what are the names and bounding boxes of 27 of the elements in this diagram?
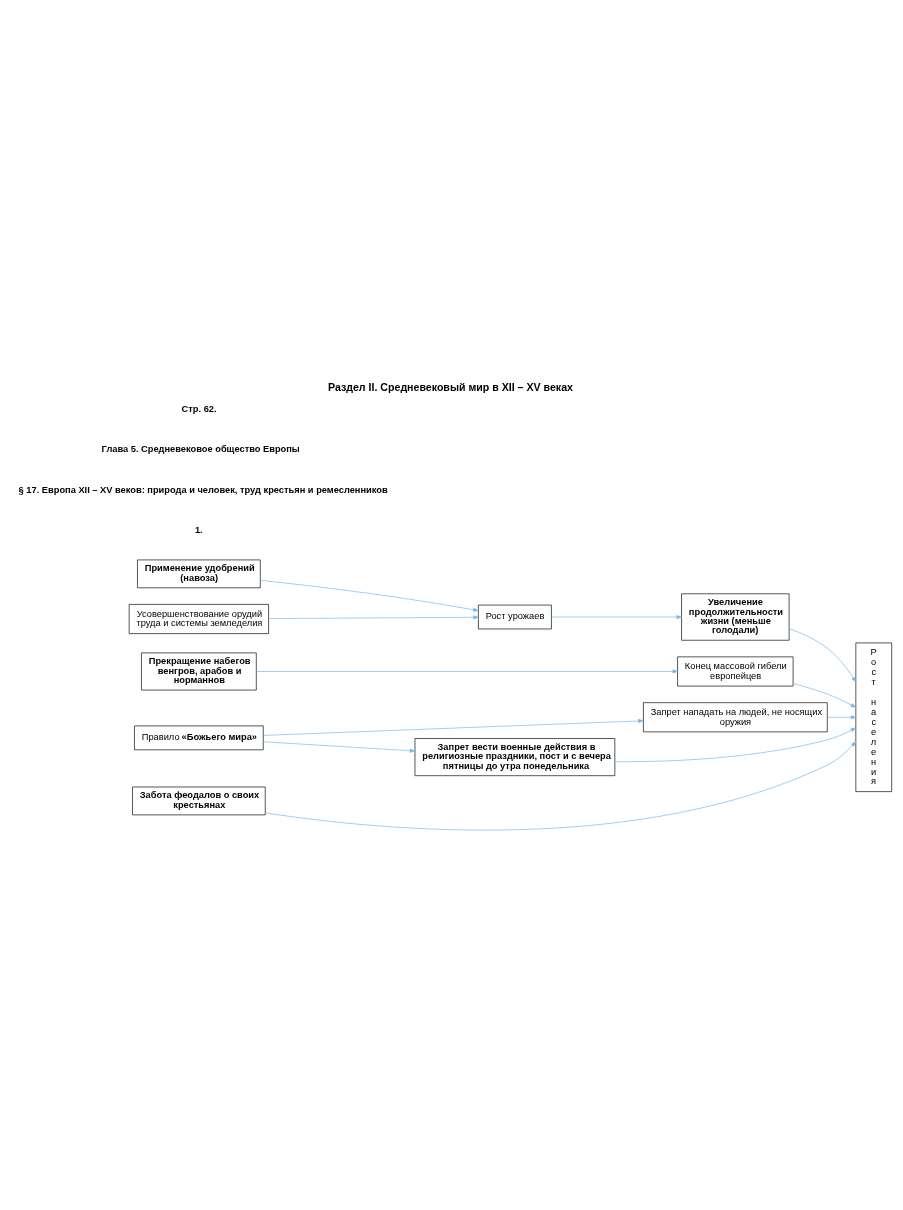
label: Стр. 62. <box>181 403 217 414</box>
arrow <box>827 714 857 719</box>
node-box: Прекращение набегов венгров, арабов и норманнов <box>141 652 257 690</box>
label: § 17. Европа XII – XV веков: природа и человек, труд крестьян и ремесленников <box>18 484 388 495</box>
node-box: Увеличение продолжительности жизни (меньше голодали) <box>681 592 790 641</box>
arrow <box>793 682 857 708</box>
arrow <box>260 579 479 612</box>
diagram-title: Раздел II. Средневековый мир в XII – XV веках <box>328 380 573 393</box>
label: Глава 5. Средневековое общество Европы <box>101 443 300 454</box>
arrow <box>263 740 416 753</box>
node-box: Усовершенствование орудий труда и системы земледелия <box>128 603 269 634</box>
node-box: Запрет нападать на людей, не носящих оружия <box>643 701 828 732</box>
arrow <box>262 718 644 736</box>
arrow <box>788 627 857 682</box>
node-box: Конец массовой гибели европейцев <box>677 656 794 686</box>
arrow <box>265 741 856 830</box>
arrow <box>268 614 479 619</box>
node-box: Рост населения <box>855 642 893 792</box>
node-box: Забота феодалов о своих крестьянах <box>132 786 266 815</box>
node-box: Рост урожаев <box>478 604 552 629</box>
arrow <box>614 727 857 762</box>
node-box: Применение удобрений (навоза) <box>137 559 261 588</box>
label: 1. <box>194 524 203 535</box>
arrow <box>551 614 682 619</box>
arrow <box>256 669 678 673</box>
node-box: Запрет вести военные действия в религиозные праздники, пост и с вечера пятницы до утра понедельника <box>414 737 616 776</box>
node-box: Правило «Божьего мира» <box>134 725 264 750</box>
